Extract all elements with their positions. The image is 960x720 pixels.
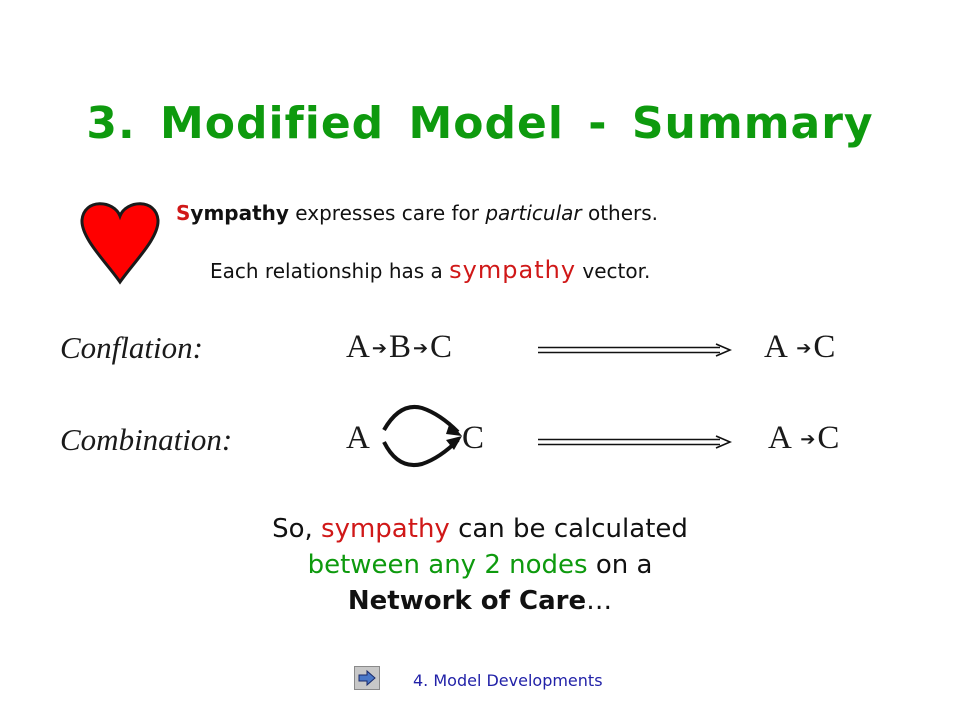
sympathy-vector-line: Each relationship has a sympathy vector.	[210, 256, 650, 284]
next-section-button[interactable]	[354, 666, 380, 690]
arrow-right-icon: ➔	[412, 338, 429, 358]
conclusion-line-3: Network of Care…	[0, 583, 960, 619]
definition-end: others.	[581, 201, 659, 225]
arrow-right-icon: ➔	[796, 338, 812, 358]
definition-middle: expresses care for	[288, 201, 486, 225]
node-c: C	[430, 329, 453, 365]
result-node-a: A	[768, 420, 791, 456]
node-a: A	[346, 329, 370, 365]
conclusion-text: So, sympathy can be calculated between a…	[0, 511, 960, 619]
combination-result: A ➔C	[768, 420, 839, 457]
sympathy-definition: Sympathy expresses care for particular o…	[176, 201, 658, 225]
long-arrow-icon	[538, 435, 732, 449]
conclusion-between-nodes: between any 2 nodes	[307, 550, 588, 580]
conclusion-line-1: So, sympathy can be calculated	[0, 511, 960, 547]
conclusion-so: So,	[272, 514, 322, 544]
conclusion-rest-1: can be calculated	[449, 514, 688, 544]
arrow-right-icon: ➔	[800, 429, 816, 449]
conclusion-line-2: between any 2 nodes on a	[0, 547, 960, 583]
definition-italic: particular	[485, 201, 582, 225]
arrow-right-icon	[358, 669, 376, 687]
conclusion-ellipsis: …	[586, 586, 613, 616]
slide-title: 3. Modified Model - Summary	[86, 98, 874, 149]
vector-line-sympathy: sympathy	[449, 256, 577, 284]
result-node-c: C	[813, 329, 836, 365]
network-of-care: Network of Care	[347, 586, 587, 616]
arrow-right-icon: ➔	[371, 338, 387, 358]
combination-label: Combination:	[60, 422, 233, 457]
result-node-c: C	[817, 420, 840, 456]
combination-node-c: C	[462, 420, 485, 456]
conclusion-rest-2: on a	[587, 550, 653, 580]
long-arrow-icon	[538, 343, 732, 357]
combination-node-a: A	[346, 420, 370, 456]
sympathy-word: ympathy	[190, 201, 289, 225]
heart-icon	[80, 202, 160, 285]
node-b: B	[388, 329, 411, 365]
conflation-chain: A➔B➔C	[346, 329, 452, 366]
double-curve-arrows-icon	[382, 405, 462, 467]
result-node-a: A	[764, 329, 787, 365]
vector-line-start: Each relationship has a	[210, 259, 450, 283]
next-section-link[interactable]: 4. Model Developments	[413, 671, 603, 690]
conclusion-sympathy: sympathy	[321, 514, 450, 544]
sympathy-initial: S	[176, 201, 191, 225]
conflation-result: A ➔C	[764, 329, 835, 366]
vector-line-end: vector.	[576, 259, 651, 283]
conflation-label: Conflation:	[60, 330, 203, 365]
